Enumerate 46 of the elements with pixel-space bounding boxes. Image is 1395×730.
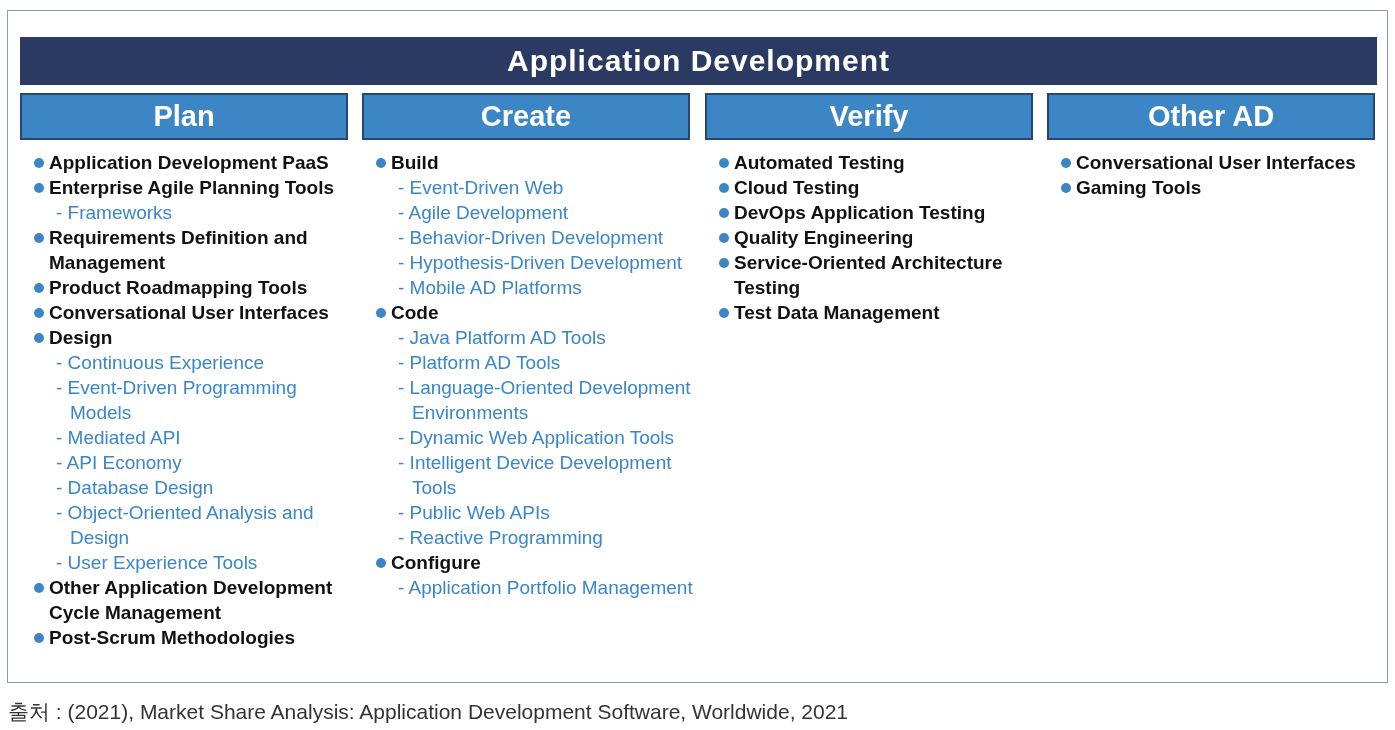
category-text: Automated Testing bbox=[734, 152, 905, 173]
source-caption: 출처 : (2021), Market Share Analysis: Application Development Software, Worldwide, 2021 bbox=[8, 699, 849, 725]
sub-item-text: - API Economy bbox=[55, 451, 183, 475]
column-header: Verify bbox=[705, 93, 1033, 140]
category-text: Test Data Management bbox=[734, 302, 940, 323]
sub-item-text: - Continuous Experience bbox=[55, 351, 266, 375]
sub-item-text: - Event-Driven Programming Models bbox=[55, 376, 298, 425]
sub-item-text: - Mediated API bbox=[55, 426, 182, 450]
sub-item-text: - Frameworks bbox=[55, 201, 174, 225]
sub-item-text: - Platform AD Tools bbox=[397, 351, 562, 375]
sub-item-text: - Application Portfolio Management bbox=[397, 576, 694, 600]
category-text: Application Development PaaS bbox=[49, 152, 329, 173]
sub-item-text: - Behavior-Driven Development bbox=[397, 226, 665, 250]
category-text: Product Roadmapping Tools bbox=[49, 277, 308, 298]
sub-item-text: - User Experience Tools bbox=[55, 551, 259, 575]
category-text: Design bbox=[49, 327, 113, 348]
category-text: Quality Engineering bbox=[734, 227, 914, 248]
sub-item-text: - Reactive Programming bbox=[397, 526, 604, 550]
category-text: Enterprise Agile Planning Tools bbox=[49, 177, 335, 198]
category-text: Configure bbox=[391, 552, 481, 573]
category-text: Build bbox=[391, 152, 439, 173]
column-header: Plan bbox=[20, 93, 348, 140]
title-banner: Application Development bbox=[20, 37, 1377, 85]
sub-item-text: - Agile Development bbox=[397, 201, 570, 225]
sub-item-text: - Public Web APIs bbox=[397, 501, 551, 525]
column-header: Create bbox=[362, 93, 690, 140]
sub-item-text: - Database Design bbox=[55, 476, 215, 500]
category-text: Other Application Development Cycle Management bbox=[49, 577, 333, 623]
category-text: Gaming Tools bbox=[1076, 177, 1202, 198]
column-header: Other AD bbox=[1047, 93, 1375, 140]
sub-item-text: - Event-Driven Web bbox=[397, 176, 565, 200]
sub-item-text: - Mobile AD Platforms bbox=[397, 276, 583, 300]
sub-item-text: - Hypothesis-Driven Development bbox=[397, 251, 684, 275]
category-text: Requirements Definition and Management bbox=[49, 227, 308, 273]
sub-item-text: - Dynamic Web Application Tools bbox=[397, 426, 675, 450]
category-text: Code bbox=[391, 302, 439, 323]
category-text: Service-Oriented Architecture Testing bbox=[734, 252, 1003, 298]
category-text: Conversational User Interfaces bbox=[1076, 152, 1356, 173]
sub-item-text: - Intelligent Device Development Tools bbox=[397, 451, 673, 500]
sub-item-text: - Language-Oriented Development Environments bbox=[397, 376, 692, 425]
category-text: Conversational User Interfaces bbox=[49, 302, 329, 323]
sub-item-text: - Java Platform AD Tools bbox=[397, 326, 607, 350]
sub-item-text: - Object-Oriented Analysis and Design bbox=[55, 501, 315, 550]
category-text: DevOps Application Testing bbox=[734, 202, 986, 223]
category-text: Post-Scrum Methodologies bbox=[49, 627, 295, 648]
category-text: Cloud Testing bbox=[734, 177, 860, 198]
